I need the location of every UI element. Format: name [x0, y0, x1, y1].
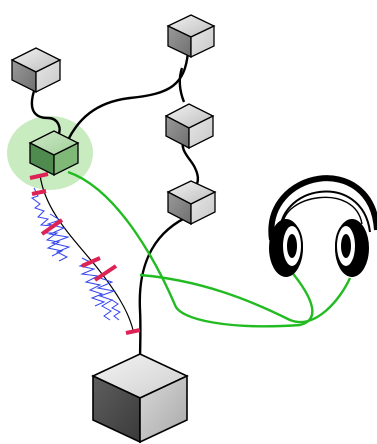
edge-lower-to-root — [138, 216, 186, 366]
cube-lower-right[interactable] — [166, 180, 217, 226]
marker-4 — [81, 256, 101, 268]
edge-topleft-to-green — [30, 87, 61, 137]
signal-markers — [29, 172, 141, 335]
cube-middle-right[interactable] — [164, 103, 215, 150]
headphones-left-ear — [269, 219, 303, 277]
marker-1 — [29, 172, 49, 180]
cube-highlighted[interactable] — [28, 130, 80, 177]
headband-line — [282, 196, 363, 227]
cube-root[interactable] — [91, 353, 189, 444]
cable-green-to-headphones — [67, 170, 314, 328]
marker-5 — [93, 264, 118, 282]
cable-root-to-headphones — [139, 273, 352, 324]
edge-topright-to-green — [66, 51, 190, 141]
marker-2 — [31, 189, 47, 196]
waveform — [30, 187, 121, 321]
signal-path-line — [39, 174, 134, 331]
cube-top-right[interactable] — [166, 14, 216, 59]
marker-6 — [125, 328, 141, 335]
edge-mid-up — [178, 67, 186, 103]
headphones-icon[interactable] — [268, 175, 377, 277]
headband — [268, 175, 377, 241]
cube-top-left[interactable] — [10, 47, 62, 94]
marker-3 — [40, 218, 64, 236]
headphones-right-ear — [335, 219, 369, 277]
